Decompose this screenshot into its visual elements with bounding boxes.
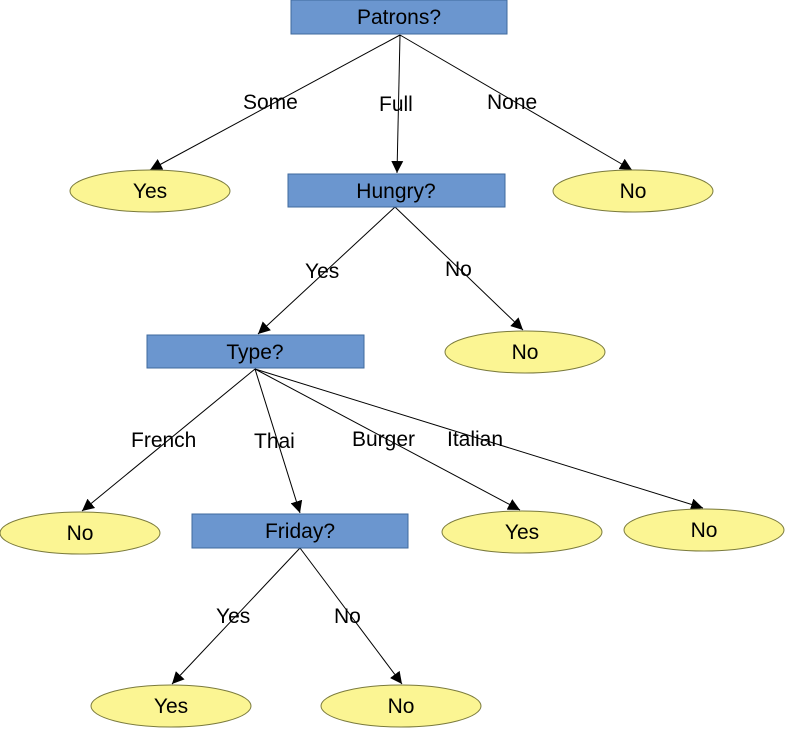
leaf-node-burger: Yes (441, 510, 603, 554)
leaf-node-hungry-no: No (444, 330, 606, 374)
decision-node-type: Type? (146, 334, 365, 369)
decision-node-patrons: Patrons? (290, 0, 508, 35)
edge-label-thai: Thai (254, 430, 295, 453)
decision-node-patrons-label: Patrons? (357, 6, 441, 29)
decision-node-friday-label: Friday? (265, 520, 335, 543)
decision-node-friday: Friday? (191, 513, 409, 549)
edge-label-italian: Italian (447, 428, 503, 451)
edge-patrons-none (399, 34, 633, 171)
leaf-node-friday-no: No (320, 684, 482, 728)
leaf-node-none: No (552, 169, 714, 213)
edge-hungry-no (394, 206, 524, 331)
decision-node-hungry-label: Hungry? (356, 180, 435, 203)
leaf-node-some: Yes (69, 169, 231, 213)
edge-label-some: Some (243, 91, 298, 114)
edge-friday-no (299, 547, 403, 685)
edge-type-thai (254, 368, 303, 514)
edge-hungry-yes (257, 206, 396, 335)
edge-label-friday-no: No (334, 605, 361, 628)
leaf-node-french: No (0, 511, 161, 555)
edge-patrons-full (391, 34, 404, 174)
leaf-node-friday-yes-label: Yes (154, 695, 188, 718)
decision-node-type-label: Type? (226, 341, 283, 364)
edge-friday-yes (171, 547, 301, 685)
leaf-node-italian: No (623, 508, 785, 552)
edge-label-hungry-yes: Yes (305, 260, 339, 283)
edge-label-none: None (487, 91, 537, 114)
edge-type-italian (254, 368, 704, 511)
leaf-node-hungry-no-label: No (512, 341, 539, 364)
edge-label-full: Full (379, 93, 413, 116)
decision-node-hungry: Hungry? (287, 173, 506, 208)
leaf-node-french-label: No (67, 522, 94, 545)
edge-type-french (81, 368, 256, 512)
edge-label-friday-yes: Yes (216, 605, 250, 628)
edge-label-french: French (131, 429, 196, 452)
leaf-node-none-label: No (620, 180, 647, 203)
leaf-node-friday-no-label: No (388, 695, 415, 718)
edge-label-burger: Burger (352, 428, 415, 451)
leaf-node-italian-label: No (691, 519, 718, 542)
edge-label-hungry-no: No (445, 258, 472, 281)
edge-type-burger (254, 368, 521, 511)
leaf-node-some-label: Yes (133, 180, 167, 203)
leaf-node-friday-yes: Yes (90, 684, 252, 728)
edge-patrons-some (149, 34, 401, 171)
leaf-node-burger-label: Yes (505, 521, 539, 544)
